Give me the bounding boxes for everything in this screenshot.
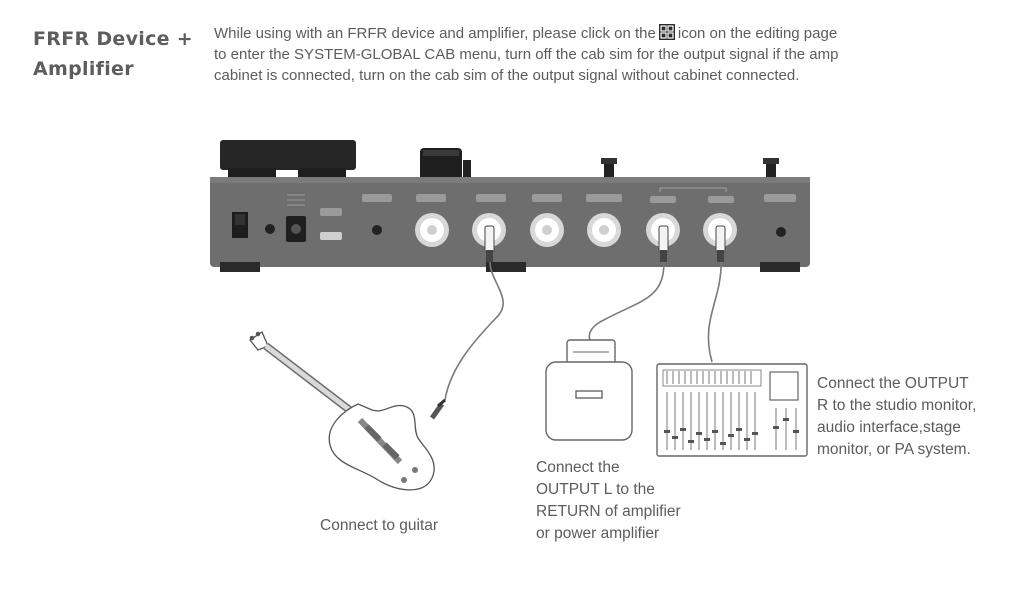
caption-amplifier: Connect the OUTPUT L to the RETURN of am… — [536, 457, 681, 545]
dc-power-jack — [286, 194, 306, 242]
intro-paragraph: While using with an FRFR device and ampl… — [214, 23, 1014, 86]
caption-amp-line1: Connect the — [536, 459, 620, 476]
caption-mixer-line4: monitor, or PA system. — [817, 441, 971, 458]
mixer-cable — [707, 261, 722, 363]
caption-mixer-line3: audio interface,stage — [817, 419, 961, 436]
section-title-line1: FRFR Device + — [33, 28, 193, 50]
grid-icon — [658, 24, 675, 40]
panel-labels — [362, 187, 796, 203]
caption-amp-line3: RETURN of amplifier — [536, 503, 681, 520]
input-plug — [484, 225, 495, 262]
caption-guitar-text: Connect to guitar — [320, 517, 439, 534]
section-title: FRFR Device + Amplifier — [33, 24, 193, 84]
caption-amp-line4: or power amplifier — [536, 525, 660, 542]
section-title-line2: Amplifier — [33, 58, 134, 80]
amp-cable — [588, 261, 665, 341]
caption-mixer-line2: R to the studio monitor, — [817, 397, 977, 414]
ground-screw — [265, 224, 275, 234]
intro-text-after-icon: icon on the editing page — [677, 25, 838, 42]
volume-knob — [420, 148, 471, 180]
usb-port — [320, 208, 342, 240]
power-switch — [232, 212, 248, 238]
caption-mixer: Connect the OUTPUT R to the studio monit… — [817, 373, 976, 461]
intro-text-before-icon: While using with an FRFR device and ampl… — [214, 25, 656, 42]
output-l-plug — [658, 225, 669, 262]
intro-text-line3: cabinet is connected, turn on the cab si… — [214, 67, 800, 84]
mixer-illustration — [656, 363, 808, 457]
guitar-cable — [444, 261, 504, 401]
top-jacks — [601, 158, 779, 180]
amplifier-illustration — [545, 339, 633, 441]
expression-pedal — [220, 140, 356, 180]
caption-mixer-line1: Connect the OUTPUT — [817, 375, 969, 392]
intro-text-line2: to enter the SYSTEM-GLOBAL CAB menu, tur… — [214, 46, 839, 63]
aux-jack — [776, 227, 786, 237]
caption-amp-line2: OUTPUT L to the — [536, 481, 655, 498]
guitar-illustration — [249, 331, 446, 491]
output-r-plug — [715, 225, 726, 262]
caption-guitar: Connect to guitar — [320, 515, 438, 537]
headphone-jack — [372, 225, 382, 235]
